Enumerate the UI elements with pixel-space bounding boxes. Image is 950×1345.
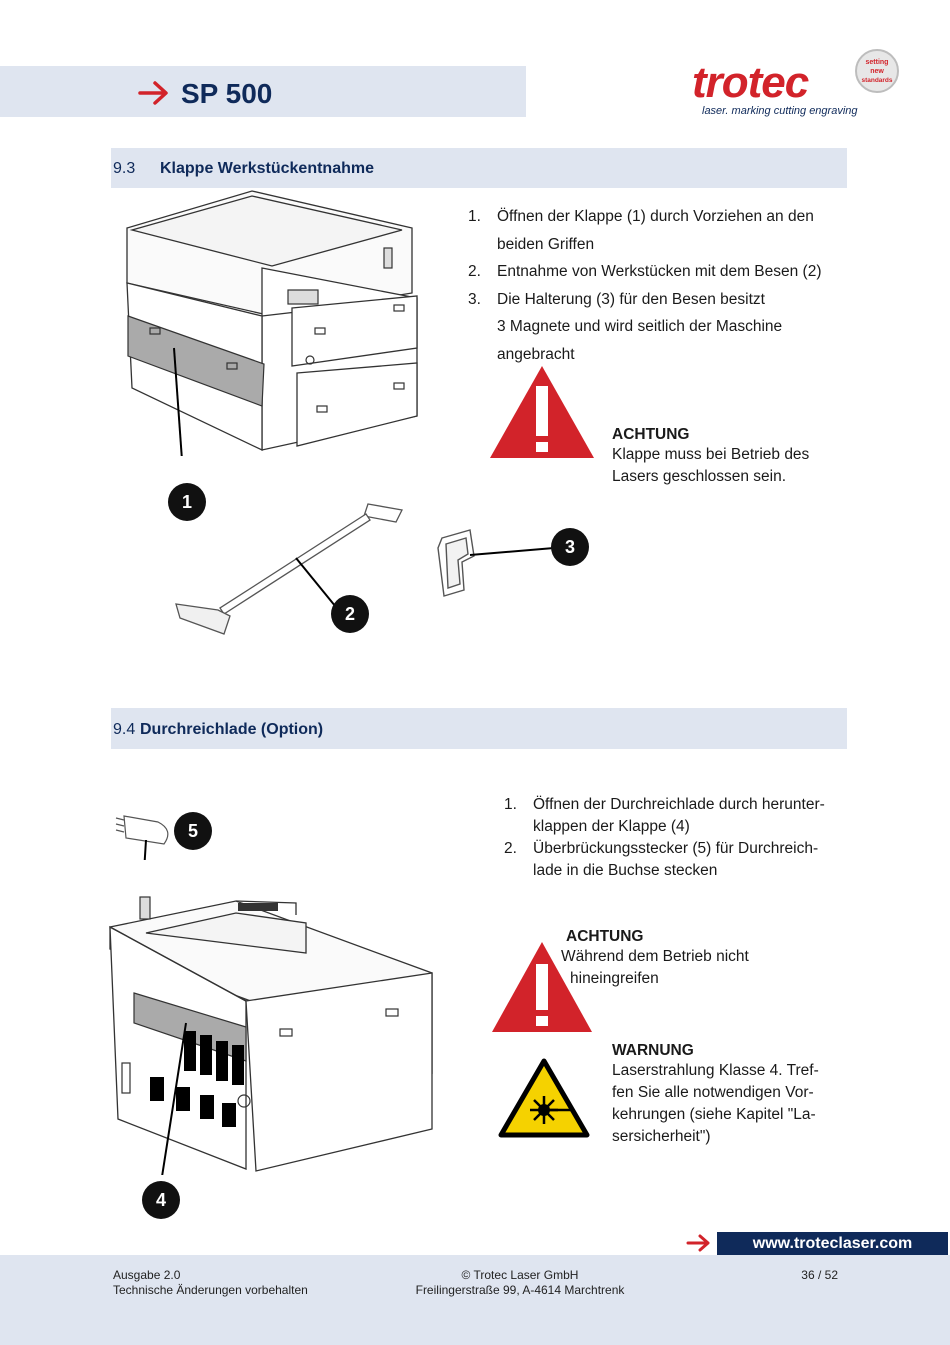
brand-logo: trotec laser. marking cutting engraving …: [690, 49, 910, 122]
step-number: 2.: [468, 263, 481, 280]
warning-triangle-icon: [490, 366, 594, 458]
callout-1: 1: [168, 483, 206, 521]
brand-wordmark: trotec: [692, 58, 809, 107]
svg-text:setting: setting: [866, 59, 889, 66]
step-1: 1. Öffnen der Durchreichlade durch herun…: [504, 794, 844, 838]
warning-title: ACHTUNG: [566, 928, 644, 945]
broom-holder-illustration: [437, 529, 555, 597]
laser-machine-rear-illustration: [109, 896, 433, 1175]
copyright: © Trotec Laser GmbH: [461, 1268, 579, 1282]
step-number: 1.: [504, 796, 517, 813]
bypass-plug-illustration: [115, 815, 169, 860]
callout-5: 5: [174, 812, 212, 850]
warning-title: WARNUNG: [612, 1042, 694, 1059]
header-band: [0, 66, 526, 117]
warning-triangle-icon: [492, 942, 592, 1032]
step-2: 2. Entnahme von Werkstücken mit dem Bese…: [468, 258, 848, 286]
step-text: Entnahme von Werkstücken mit dem Besen (…: [497, 263, 822, 280]
arrow-icon: [138, 81, 168, 105]
step-1: 1. Öffnen der Klappe (1) durch Vorziehen…: [468, 203, 848, 258]
callout-2: 2: [331, 595, 369, 633]
step-number: 1.: [468, 208, 481, 225]
warning-title: ACHTUNG: [612, 426, 690, 443]
section-heading-bar: [111, 708, 847, 749]
step-number: 2.: [504, 840, 517, 857]
svg-text:new: new: [870, 68, 884, 75]
warning-text: fen Sie alle notwendigen Vor-: [612, 1084, 814, 1101]
step-text: Überbrückungsstecker (5) für Durchreich-: [533, 840, 819, 857]
warning-box-3: WARNUNG Laserstrahlung Klasse 4. Tref- f…: [612, 1042, 819, 1148]
callout-4: 4: [142, 1181, 180, 1219]
broom-illustration: [175, 503, 403, 635]
callout-3: 3: [551, 528, 589, 566]
step-text: 3 Magnete und wird seitlich der Maschine: [497, 318, 783, 335]
section-heading-bar: [111, 148, 847, 188]
section-number: 9.3: [113, 160, 136, 177]
step-3: 3. Die Halterung (3) für den Besen besit…: [468, 286, 848, 369]
step-text: beiden Griffen: [497, 235, 595, 253]
steps-list-1: 1. Öffnen der Klappe (1) durch Vorziehen…: [468, 203, 848, 368]
step-text: klappen der Klappe (4): [533, 818, 690, 835]
warning-text: Laserstrahlung Klasse 4. Tref-: [612, 1062, 819, 1079]
steps-list-2: 1. Öffnen der Durchreichlade durch herun…: [504, 794, 844, 882]
footer-band: [0, 1255, 950, 1345]
warning-text: kehrungen (siehe Kapitel "La-: [612, 1106, 816, 1123]
warning-text: Während dem Betrieb nicht: [561, 948, 749, 965]
step-text: Öffnen der Klappe (1) durch Vorziehen an…: [497, 208, 814, 225]
change-notice: Technische Änderungen vorbehalten: [113, 1283, 308, 1297]
warning-text: sersicherheit"): [612, 1128, 711, 1145]
page-number: 36 / 52: [801, 1268, 838, 1282]
address: Freilingerstraße 99, A-4614 Marchtrenk: [415, 1283, 625, 1297]
edition: Ausgabe 2.0: [113, 1268, 181, 1282]
step-text: lade in die Buchse stecken: [533, 862, 718, 879]
footer-left: Ausgabe 2.0 Technische Änderungen vorbeh…: [113, 1268, 308, 1298]
website-url: www.troteclaser.com: [752, 1234, 913, 1252]
laser-machine-front-illustration: [126, 190, 418, 456]
step-text: Öffnen der Durchreichlade durch herunter…: [533, 796, 825, 813]
step-2: 2. Überbrückungsstecker (5) für Durchrei…: [504, 838, 844, 882]
section-title: Durchreichlade (Option): [140, 721, 324, 738]
warning-text: hineingreifen: [570, 970, 659, 987]
warning-text: Klappe muss bei Betrieb des: [612, 446, 810, 463]
section-number: 9.4: [113, 721, 136, 738]
model-title: SP 500: [181, 78, 273, 109]
svg-text:standards: standards: [861, 77, 892, 84]
warning-box-1: ACHTUNG Klappe muss bei Betrieb des Lase…: [612, 426, 809, 488]
section-title: Klappe Werkstückentnahme: [160, 160, 374, 177]
step-number: 3.: [468, 290, 481, 308]
step-text: angebracht: [497, 345, 575, 363]
warning-text: Lasers geschlossen sein.: [612, 468, 787, 485]
brand-seal-icon: setting new standards: [855, 49, 899, 93]
step-text: Die Halterung (3) für den Besen besitzt: [497, 290, 765, 308]
arrow-icon: [686, 1234, 710, 1252]
footer-center: © Trotec Laser GmbH Freilingerstraße 99,…: [380, 1268, 660, 1298]
warning-box-2: ACHTUNG Während dem Betrieb nicht hinein…: [561, 928, 749, 990]
laser-radiation-warning-icon: [498, 1058, 590, 1138]
website-link[interactable]: www.troteclaser.com: [717, 1232, 948, 1255]
brand-tagline: laser. marking cutting engraving: [702, 105, 858, 117]
